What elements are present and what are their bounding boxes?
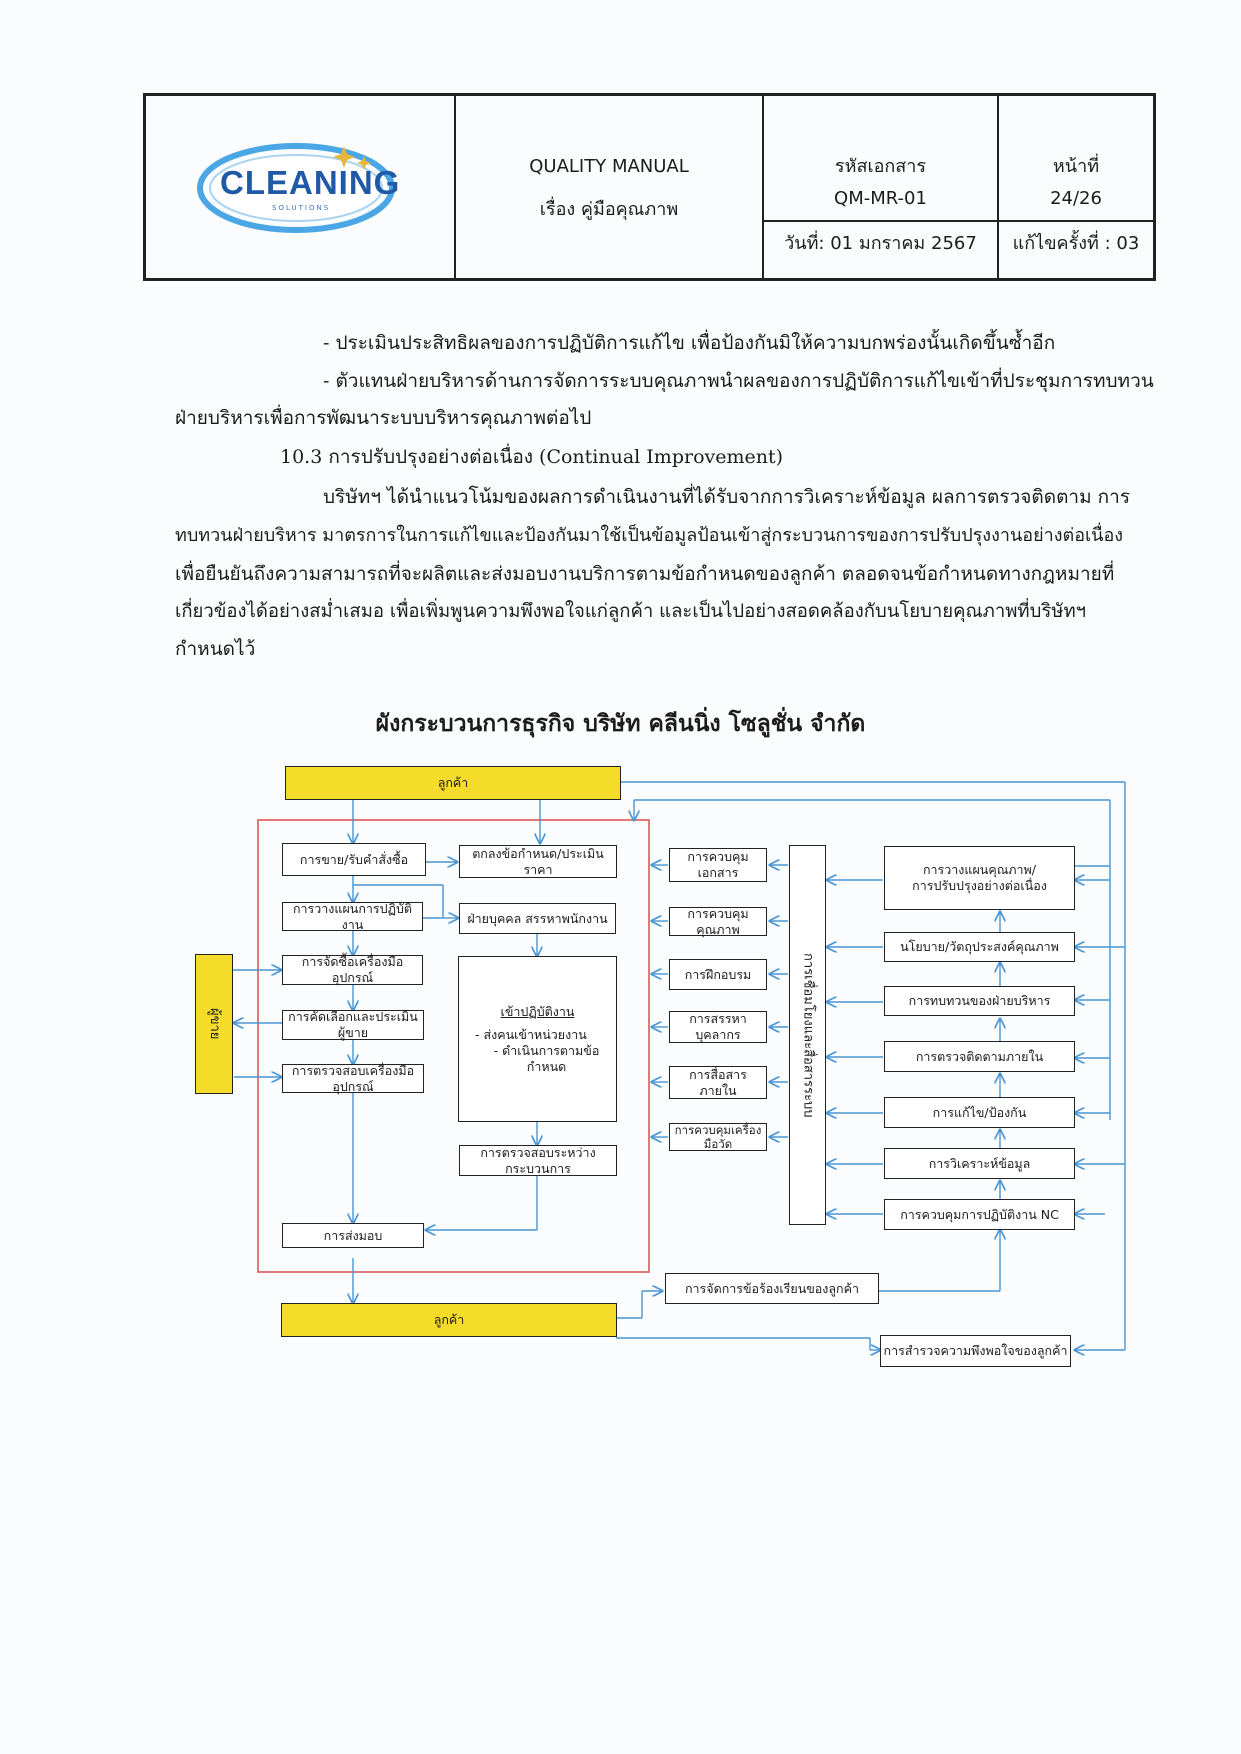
logo-swoosh [197, 143, 395, 233]
satisfaction-survey-box: การสำรวจความพึงพอใจของลูกค้า [880, 1335, 1071, 1367]
process-frame [257, 819, 650, 1273]
operation-item: - ดำเนินการตามข้อกำหนด [493, 1043, 600, 1074]
paragraph-line: เกี่ยวข้องได้อย่างสม่ำเสมอ เพื่อเพิ่มพูน… [175, 601, 1087, 622]
doc-code-label: รหัสเอกสาร [834, 156, 927, 177]
doc-code: QM-MR-01 [834, 188, 927, 209]
operation-title: เข้าปฏิบัติงาน [500, 1003, 575, 1019]
doc-code-cell: รหัสเอกสาร QM-MR-01 วันที่: 01 มกราคม 25… [764, 96, 999, 278]
equipment-inspection-box: การตรวจสอบเครื่องมืออุปกรณ์ [282, 1063, 424, 1094]
in-process-check-box: การตรวจสอบระหว่างกระบวนการ [459, 1145, 617, 1176]
paragraph-line: ฝ่ายบริหารเพื่อการพัฒนาระบบบริหารคุณภาพต… [175, 407, 592, 429]
supplier-box: ผู้ขาย [195, 954, 233, 1094]
document-header: CLEANING SOLUTIONS QUALITY MANUAL เรื่อง… [143, 93, 1156, 281]
equipment-control-box: การควบคุมเครื่องมือวัด [669, 1123, 767, 1151]
logo-cell: CLEANING SOLUTIONS [146, 96, 456, 278]
logo-tagline: SOLUTIONS [272, 204, 331, 212]
policy-objectives-box: นโยบาย/วัตถุประสงค์คุณภาพ [884, 932, 1075, 962]
quality-planning-box: การวางแผนคุณภาพ/ การปรับปรุงอย่างต่อเนื่… [884, 846, 1075, 910]
paragraph-line: - ประเมินประสิทธิผลของการปฏิบัติการแก้ไข… [323, 332, 1056, 354]
company-logo: CLEANING SOLUTIONS [194, 134, 404, 244]
corrective-action-box: การแก้ไข/ป้องกัน [884, 1097, 1075, 1128]
quality-control-box: การควบคุมคุณภาพ [669, 906, 767, 937]
paragraph-line: เพื่อยืนยันถึงความสามารถที่จะผลิตและส่งม… [175, 563, 1115, 585]
hr-department-box: ฝ่ายบุคคล สรรหาพนักงาน [459, 903, 616, 934]
title-cell: QUALITY MANUAL เรื่อง คู่มือคุณภาพ [456, 96, 764, 278]
page-cell: หน้าที่ 24/26 แก้ไขครั้งที่ : 03 [999, 96, 1153, 278]
page-label: หน้าที่ [1052, 156, 1100, 177]
doc-date: วันที่: 01 มกราคม 2567 [784, 233, 977, 254]
paragraph-line: กำหนดไว้ [175, 638, 256, 660]
training-box: การฝึกอบรม [669, 959, 767, 990]
manual-subject: เรื่อง คู่มือคุณภาพ [539, 199, 679, 220]
procurement-box: การจัดซื้อเครื่องมืออุปกรณ์ [282, 954, 423, 985]
logo-brand: CLEANING [220, 164, 401, 201]
recruitment-box: การสรรหาบุคลากร [669, 1011, 767, 1043]
customer-top-box: ลูกค้า [285, 766, 621, 800]
sales-box: การขาย/รับคำสั่งซื้อ [282, 843, 426, 876]
paragraph-line: ทบทวนฝ่ายบริหาร มาตรการในการแก้ไขและป้อง… [175, 525, 1124, 546]
document-control-box: การควบคุมเอกสาร [669, 848, 767, 882]
customer-bottom-box: ลูกค้า [281, 1303, 617, 1337]
delivery-box: การส่งมอบ [282, 1223, 424, 1248]
central-link-bar: การเชื่อมโยงและสื่อสารระบบ [789, 845, 826, 1225]
planning-box: การวางแผนการปฏิบัติงาน [282, 901, 423, 932]
data-analysis-box: การวิเคราะห์ข้อมูล [884, 1148, 1075, 1179]
manual-title: QUALITY MANUAL [529, 156, 689, 177]
complaints-box: การจัดการข้อร้องเรียนของลูกค้า [665, 1273, 879, 1304]
revision: แก้ไขครั้งที่ : 03 [1012, 233, 1140, 254]
nc-control-box: การควบคุมการปฏิบัติงาน NC [884, 1199, 1075, 1230]
internal-communication-box: การสื่อสารภายใน [669, 1066, 767, 1099]
agree-terms-box: ตกลงข้อกำหนด/ประเมินราคา [459, 845, 617, 878]
paragraph-line: บริษัทฯ ได้นำแนวโน้มของผลการดำเนินงานที่… [323, 486, 1131, 508]
internal-audit-box: การตรวจติดตามภายใน [884, 1041, 1075, 1072]
paragraph-line: - ตัวแทนฝ่ายบริหารด้านการจัดการระบบคุณภา… [323, 370, 1154, 392]
operation-item: - ส่งคนเข้าหน่วยงาน [475, 1027, 587, 1043]
page-number: 24/26 [1050, 188, 1102, 209]
management-review-box: การทบทวนของฝ่ายบริหาร [884, 986, 1075, 1016]
vendor-selection-box: การคัดเลือกและประเมินผู้ขาย [282, 1009, 424, 1040]
diagram-title: ผังกระบวนการธุรกิจ บริษัท คลีนนิ่ง โซลูช… [375, 711, 866, 737]
section-heading: 10.3 การปรับปรุงอย่างต่อเนื่อง (Continua… [280, 446, 784, 468]
operation-box: เข้าปฏิบัติงาน - ส่งคนเข้าหน่วยงาน - ดำเ… [458, 956, 617, 1122]
